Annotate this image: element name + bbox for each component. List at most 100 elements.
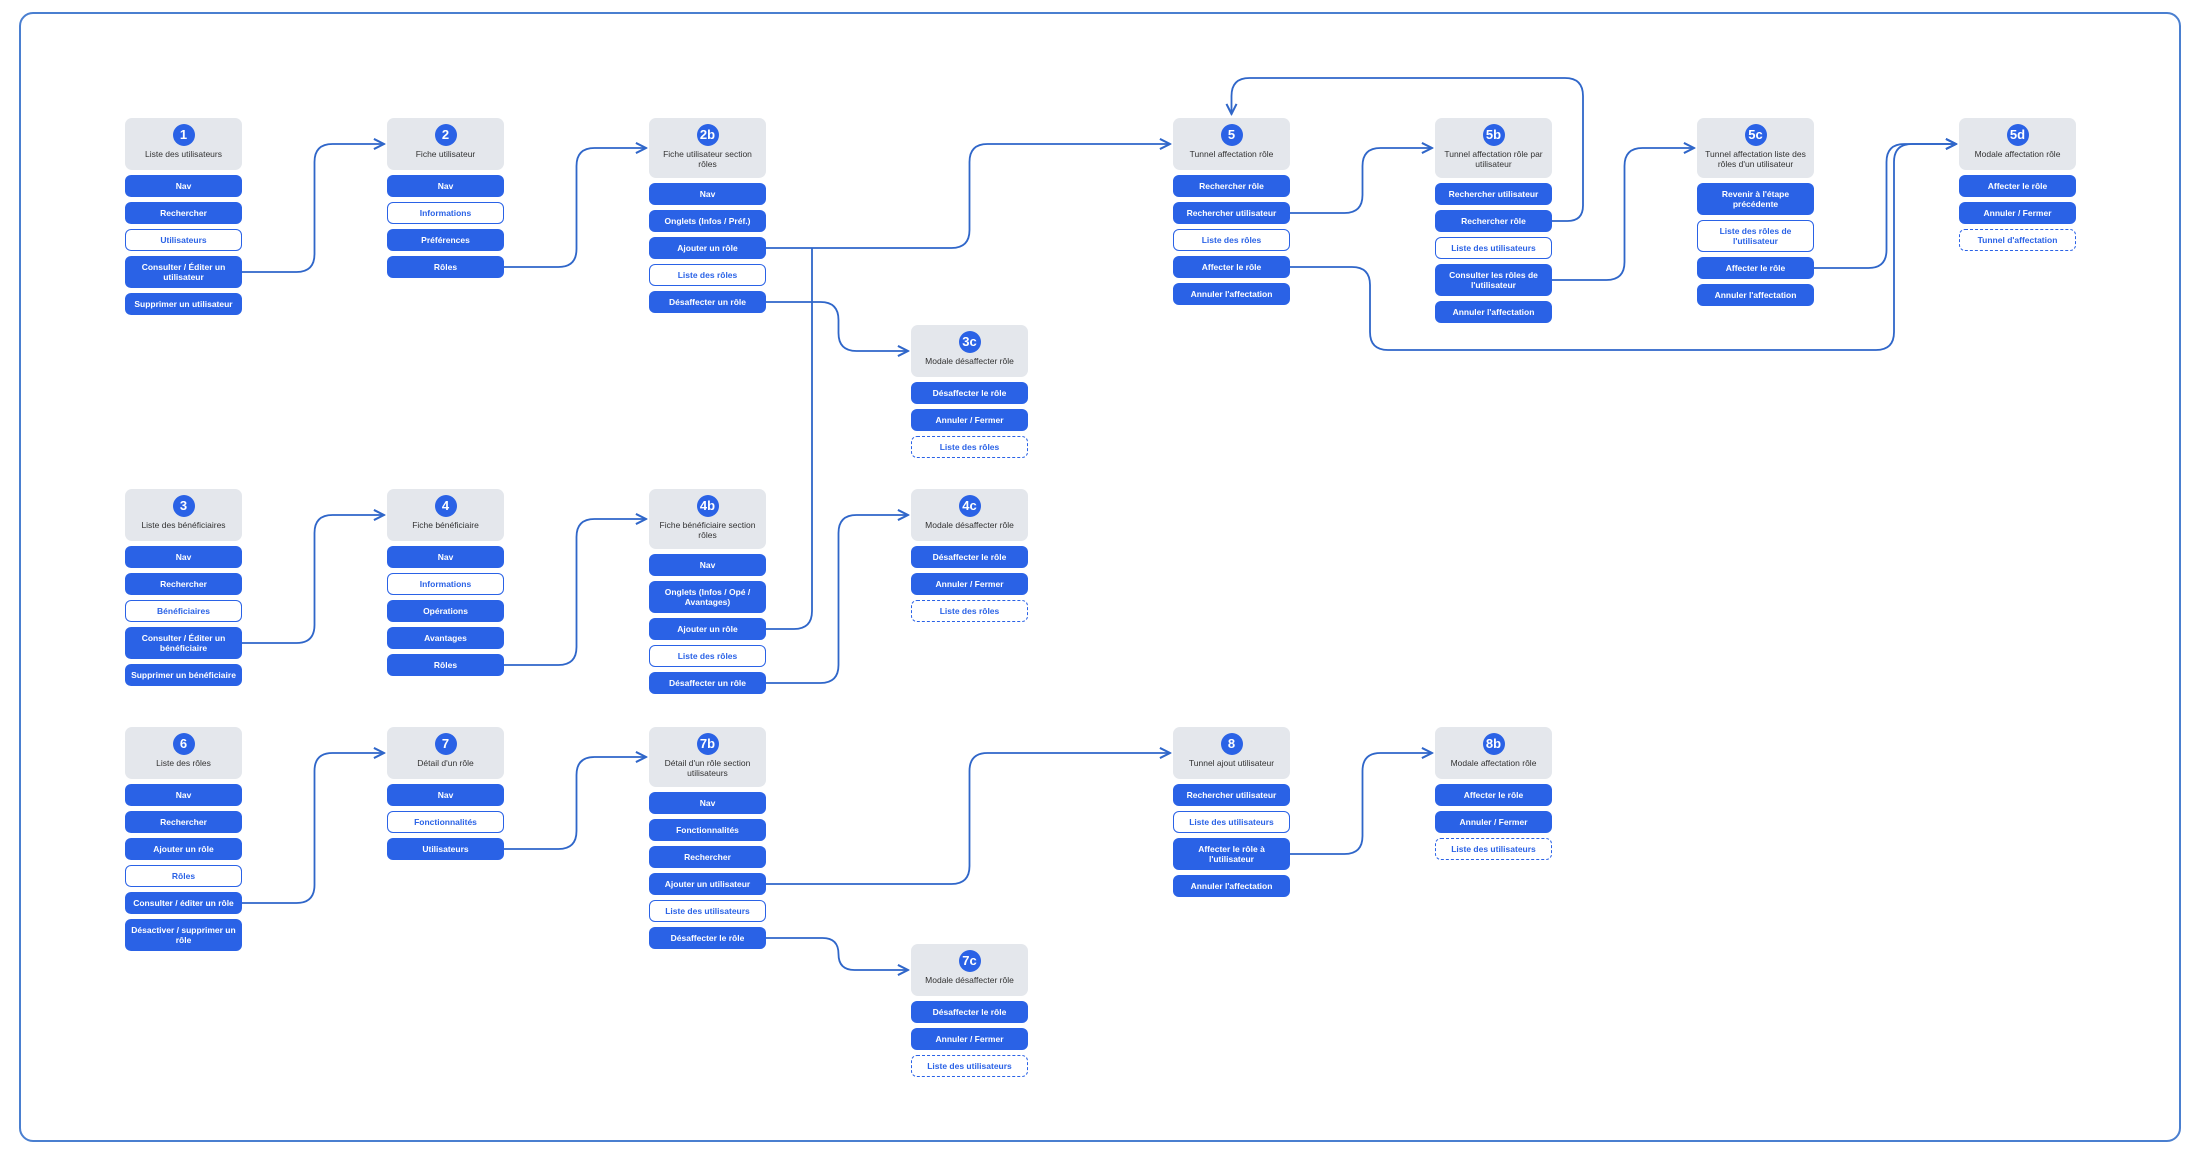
nav-button[interactable]: Nav	[125, 784, 242, 806]
nav-button[interactable]: Nav	[387, 175, 504, 197]
annuler-fermer-button[interactable]: Annuler / Fermer	[911, 409, 1028, 431]
liste-des-utilisateurs-button[interactable]: Liste des utilisateurs	[1435, 237, 1552, 259]
ajouter-un-role-button[interactable]: Ajouter un rôle	[649, 237, 766, 259]
liste-des-roles-button[interactable]: Liste des rôles	[911, 600, 1028, 622]
node-number-badge: 1	[172, 124, 195, 146]
affecter-le-role-a-l-utilisateur-button[interactable]: Affecter le rôle à l'utilisateur	[1173, 838, 1290, 870]
beneficiaires-button[interactable]: Bénéficiaires	[125, 600, 242, 622]
rechercher-utilisateur-button[interactable]: Rechercher utilisateur	[1173, 784, 1290, 806]
utilisateurs-button[interactable]: Utilisateurs	[125, 229, 242, 251]
node-title: Liste des utilisateurs	[144, 149, 222, 159]
tunnel-d-affectation-button[interactable]: Tunnel d'affectation	[1959, 229, 2076, 251]
liste-des-roles-button[interactable]: Liste des rôles	[911, 436, 1028, 458]
desaffecter-un-role-button[interactable]: Désaffecter un rôle	[649, 291, 766, 313]
affecter-le-role-button[interactable]: Affecter le rôle	[1959, 175, 2076, 197]
affecter-le-role-button[interactable]: Affecter le rôle	[1697, 257, 1814, 279]
fonctionnalites-button[interactable]: Fonctionnalités	[387, 811, 504, 833]
rechercher-button[interactable]: Rechercher	[125, 202, 242, 224]
annuler-l-affectation-button[interactable]: Annuler l'affectation	[1173, 283, 1290, 305]
liste-des-utilisateurs-button[interactable]: Liste des utilisateurs	[1435, 838, 1552, 860]
nav-button[interactable]: Nav	[125, 175, 242, 197]
utilisateurs-button[interactable]: Utilisateurs	[387, 838, 504, 860]
edge-8-to-8b	[1290, 753, 1432, 855]
node-title: Modale désaffecter rôle	[925, 520, 1014, 530]
node-title: Détail d'un rôle	[417, 758, 474, 768]
affecter-le-role-button[interactable]: Affecter le rôle	[1435, 784, 1552, 806]
consulter-les-roles-de-l-utilisateur-button[interactable]: Consulter les rôles de l'utilisateur	[1435, 264, 1552, 296]
rechercher-button[interactable]: Rechercher	[125, 811, 242, 833]
informations-button[interactable]: Informations	[387, 573, 504, 595]
supprimer-un-beneficiaire-button[interactable]: Supprimer un bénéficiaire	[125, 664, 242, 686]
avantages-button[interactable]: Avantages	[387, 627, 504, 649]
rechercher-role-button[interactable]: Rechercher rôle	[1173, 175, 1290, 197]
nav-button[interactable]: Nav	[387, 546, 504, 568]
rechercher-button[interactable]: Rechercher	[649, 846, 766, 868]
roles-button[interactable]: Rôles	[387, 654, 504, 676]
consulter-editer-un-role-button[interactable]: Consulter / éditer un rôle	[125, 892, 242, 914]
informations-button[interactable]: Informations	[387, 202, 504, 224]
revenir-a-l-etape-precedente-button[interactable]: Revenir à l'étape précédente	[1697, 183, 1814, 215]
liste-des-utilisateurs-button[interactable]: Liste des utilisateurs	[911, 1055, 1028, 1077]
nav-button[interactable]: Nav	[649, 554, 766, 576]
ajouter-un-role-button[interactable]: Ajouter un rôle	[125, 838, 242, 860]
desaffecter-le-role-button[interactable]: Désaffecter le rôle	[911, 1001, 1028, 1023]
desaffecter-le-role-button[interactable]: Désaffecter le rôle	[649, 927, 766, 949]
roles-button[interactable]: Rôles	[387, 256, 504, 278]
node-title: Modale désaffecter rôle	[925, 975, 1014, 985]
annuler-l-affectation-button[interactable]: Annuler l'affectation	[1697, 284, 1814, 306]
annuler-fermer-button[interactable]: Annuler / Fermer	[1435, 811, 1552, 833]
liste-des-roles-button[interactable]: Liste des rôles	[649, 645, 766, 667]
annuler-fermer-button[interactable]: Annuler / Fermer	[911, 1028, 1028, 1050]
ajouter-un-utilisateur-button[interactable]: Ajouter un utilisateur	[649, 873, 766, 895]
desaffecter-le-role-button[interactable]: Désaffecter le rôle	[911, 546, 1028, 568]
node-number-badge: 7	[434, 733, 457, 755]
desaffecter-le-role-button[interactable]: Désaffecter le rôle	[911, 382, 1028, 404]
desaffecter-un-role-button[interactable]: Désaffecter un rôle	[649, 672, 766, 694]
edge-7-to-7b	[504, 757, 646, 850]
edge-5c-to-5d	[1814, 144, 1956, 269]
rechercher-utilisateur-button[interactable]: Rechercher utilisateur	[1435, 183, 1552, 205]
nav-button[interactable]: Nav	[387, 784, 504, 806]
rechercher-role-button[interactable]: Rechercher rôle	[1435, 210, 1552, 232]
node-title: Tunnel affectation liste des rôles d'un …	[1705, 149, 1806, 169]
annuler-fermer-button[interactable]: Annuler / Fermer	[1959, 202, 2076, 224]
edge-2-to-2b	[504, 148, 646, 268]
nav-button[interactable]: Nav	[649, 183, 766, 205]
fonctionnalites-button[interactable]: Fonctionnalités	[649, 819, 766, 841]
nav-button[interactable]: Nav	[125, 546, 242, 568]
nav-button[interactable]: Nav	[649, 792, 766, 814]
node-number-badge: 6	[172, 733, 195, 755]
edge-4b-to-4c	[766, 515, 908, 684]
liste-des-utilisateurs-button[interactable]: Liste des utilisateurs	[1173, 811, 1290, 833]
annuler-l-affectation-button[interactable]: Annuler l'affectation	[1435, 301, 1552, 323]
node-title: Détail d'un rôle section utilisateurs	[664, 758, 751, 778]
supprimer-un-utilisateur-button[interactable]: Supprimer un utilisateur	[125, 293, 242, 315]
annuler-l-affectation-button[interactable]: Annuler l'affectation	[1173, 875, 1290, 897]
desactiver-supprimer-un-role-button[interactable]: Désactiver / supprimer un rôle	[125, 919, 242, 951]
annuler-fermer-button[interactable]: Annuler / Fermer	[911, 573, 1028, 595]
onglets-infos-pref-button[interactable]: Onglets (Infos / Préf.)	[649, 210, 766, 232]
edge-6-to-7	[242, 753, 384, 904]
roles-button[interactable]: Rôles	[125, 865, 242, 887]
operations-button[interactable]: Opérations	[387, 600, 504, 622]
rechercher-utilisateur-button[interactable]: Rechercher utilisateur	[1173, 202, 1290, 224]
liste-des-roles-button[interactable]: Liste des rôles	[1173, 229, 1290, 251]
preferences-button[interactable]: Préférences	[387, 229, 504, 251]
affecter-le-role-button[interactable]: Affecter le rôle	[1173, 256, 1290, 278]
consulter-editer-un-beneficiaire-button[interactable]: Consulter / Éditer un bénéficiaire	[125, 627, 242, 659]
consulter-editer-un-utilisateur-button[interactable]: Consulter / Éditer un utilisateur	[125, 256, 242, 288]
onglets-infos-ope-avantages-button[interactable]: Onglets (Infos / Opé / Avantages)	[649, 581, 766, 613]
rechercher-button[interactable]: Rechercher	[125, 573, 242, 595]
liste-des-utilisateurs-button[interactable]: Liste des utilisateurs	[649, 900, 766, 922]
liste-des-roles-button[interactable]: Liste des rôles	[649, 264, 766, 286]
ajouter-un-role-button[interactable]: Ajouter un rôle	[649, 618, 766, 640]
liste-des-roles-de-l-utilisateur-button[interactable]: Liste des rôles de l'utilisateur	[1697, 220, 1814, 252]
edge-5-to-5b	[1290, 148, 1432, 214]
